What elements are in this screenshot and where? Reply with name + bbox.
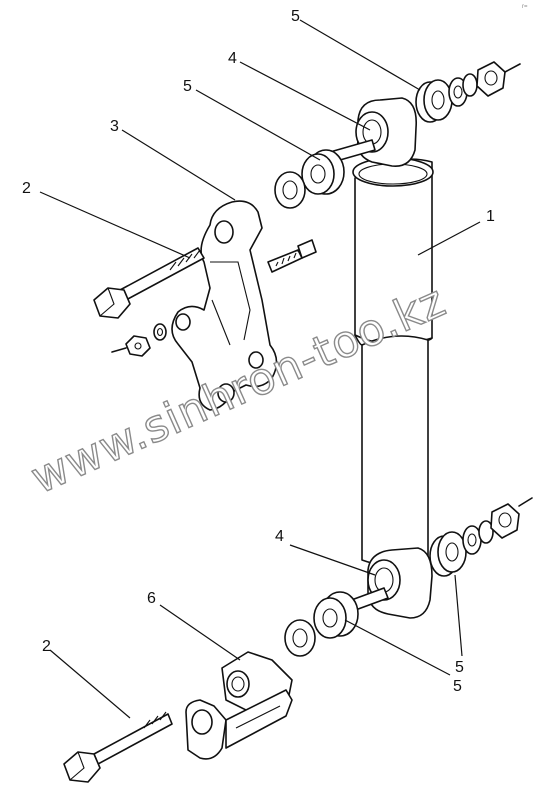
- callout-5-mid: 5: [183, 78, 192, 95]
- bottom-right-nut: [490, 503, 520, 539]
- upper-bracket: [171, 200, 278, 411]
- callout-4-top: 4: [228, 50, 237, 67]
- lower-bracket: [185, 651, 293, 760]
- callout-4-bottom: 4: [275, 528, 284, 545]
- bracket-lock-washer: [153, 323, 167, 341]
- top-left-washer: [274, 171, 306, 209]
- top-right-rubber-bushing: [415, 79, 453, 123]
- bracket-nut: [125, 335, 151, 357]
- bottom-left-washer: [284, 619, 316, 657]
- leader-lines: [39, 19, 481, 719]
- bracket-small-bolt: [267, 239, 317, 273]
- top-right-centerline: [504, 63, 521, 73]
- corner-mark: r=: [522, 4, 528, 10]
- top-mounting-eye: [355, 97, 418, 167]
- bracket-nut-centerline: [111, 347, 127, 353]
- bottom-mounting-eye: [367, 547, 433, 619]
- top-right-washer: [448, 73, 478, 107]
- bottom-right-rubber-bushing: [429, 531, 467, 577]
- callout-3: 3: [110, 118, 119, 135]
- callout-2-bottom: 2: [42, 638, 51, 655]
- top-right-nut: [476, 61, 506, 97]
- top-left-rubber-bushing: [301, 149, 345, 195]
- callout-labels: 5 4 5 3 2 1 4 6 2 5 5: [22, 8, 495, 695]
- callout-5-bottom-a: 5: [453, 678, 462, 695]
- callout-2-top: 2: [22, 180, 31, 197]
- callout-5-bottom-b: 5: [455, 659, 464, 676]
- bottom-left-rubber-bushing: [313, 591, 359, 639]
- shock-absorber-body: [352, 157, 434, 567]
- callout-5-top: 5: [291, 8, 300, 25]
- upper-long-bolt: [93, 247, 205, 319]
- bottom-right-centerline: [518, 497, 533, 507]
- callout-6: 6: [147, 590, 156, 607]
- callout-1: 1: [486, 208, 495, 225]
- bottom-right-washer: [462, 520, 494, 555]
- lower-long-bolt: [63, 711, 173, 783]
